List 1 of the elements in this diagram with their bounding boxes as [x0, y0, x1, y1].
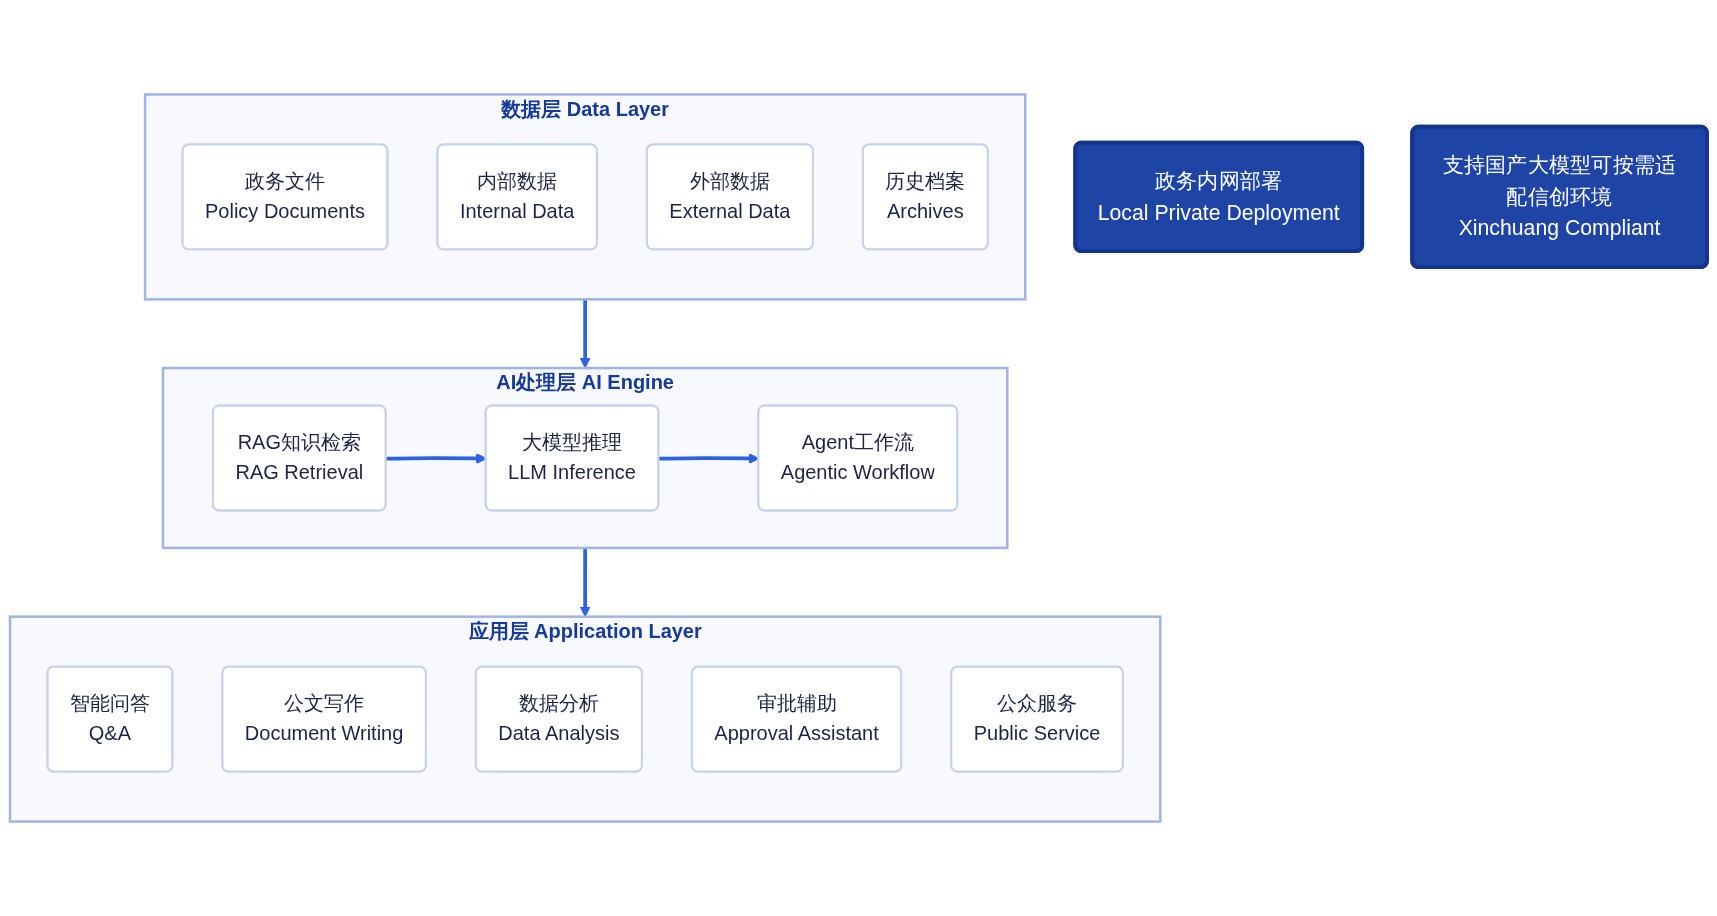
arrow	[579, 299, 591, 369]
